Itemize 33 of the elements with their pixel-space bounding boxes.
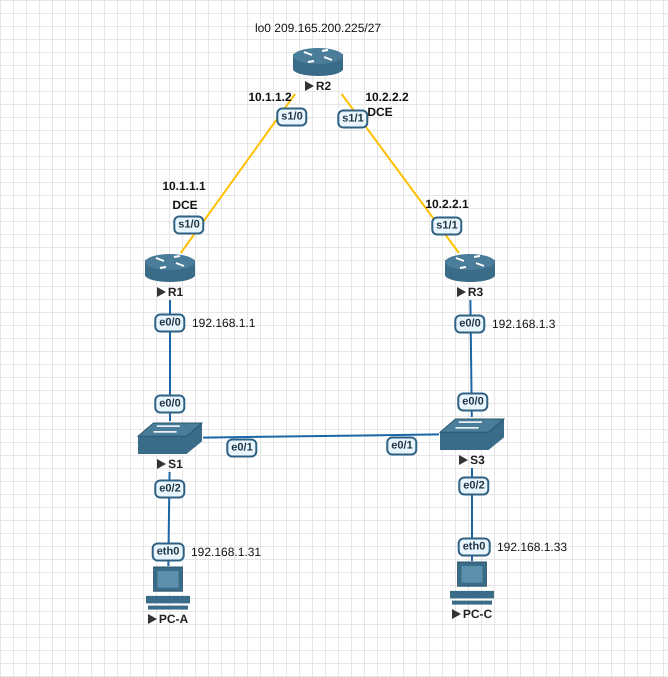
interface-tag: e0/1 bbox=[226, 438, 258, 458]
device-name: R2 bbox=[316, 79, 332, 93]
interface-tag: e0/1 bbox=[386, 436, 418, 456]
interface-tag: e0/2 bbox=[458, 476, 490, 496]
address-label: 10.1.1.2 bbox=[248, 90, 292, 104]
device-name: R3 bbox=[468, 285, 484, 299]
interface-tag: e0/0 bbox=[454, 314, 486, 334]
interface-tag: e0/0 bbox=[154, 394, 186, 414]
device-name: S1 bbox=[168, 457, 183, 471]
address-label: 192.168.1.33 bbox=[497, 540, 568, 554]
address-label: DCE bbox=[367, 105, 393, 119]
address-label: 10.1.1.1 bbox=[162, 179, 206, 193]
interface-tag: e0/0 bbox=[457, 392, 489, 412]
interface-tag: eth0 bbox=[152, 542, 184, 562]
device-name: R1 bbox=[168, 285, 184, 299]
device-name: S3 bbox=[470, 453, 485, 467]
address-label: 10.2.2.1 bbox=[425, 197, 469, 211]
address-label: DCE bbox=[172, 198, 198, 212]
device-name: PC-A bbox=[158, 612, 188, 626]
interface-tag: s1/1 bbox=[337, 110, 369, 128]
address-label: 192.168.1.1 bbox=[192, 316, 256, 330]
interface-tag: s1/1 bbox=[431, 216, 463, 236]
interface-tag: s1/0 bbox=[173, 216, 205, 234]
loopback-address-label: lo0 209.165.200.225/27 bbox=[254, 21, 382, 35]
interface-tag: eth0 bbox=[458, 538, 490, 556]
interface-tag: e0/0 bbox=[154, 314, 186, 332]
address-label: 192.168.1.31 bbox=[191, 545, 262, 559]
interface-tag: e0/2 bbox=[154, 480, 186, 498]
interface-tag: s1/0 bbox=[276, 108, 308, 126]
address-label: 10.2.2.2 bbox=[365, 90, 409, 104]
address-label: 192.168.1.3 bbox=[492, 317, 556, 331]
device-name: PC-C bbox=[462, 607, 492, 621]
cable-line bbox=[202, 433, 440, 439]
